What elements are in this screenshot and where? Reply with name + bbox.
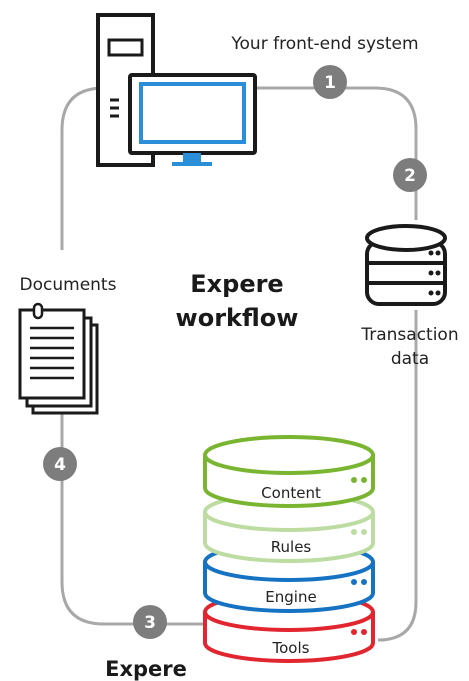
front-end-label: Your front-end system bbox=[230, 34, 418, 54]
transaction-label-line2: data bbox=[391, 349, 429, 369]
workflow-loop bbox=[60, 86, 418, 642]
documents-label: Documents bbox=[20, 275, 117, 295]
transaction-label-line1: Transaction bbox=[360, 325, 458, 345]
step-number-4: 4 bbox=[54, 455, 66, 475]
layer-label-content: Content bbox=[261, 484, 321, 502]
workflow-title-line2: workflow bbox=[176, 304, 299, 332]
layer-label-tools: Tools bbox=[272, 639, 310, 657]
layer-label-engine: Engine bbox=[265, 588, 316, 606]
step-badge-1: 1 bbox=[313, 65, 347, 99]
workflow-title-line1: Expere bbox=[190, 270, 283, 298]
expere-bottom-title: Expere bbox=[105, 657, 187, 681]
monitor-icon bbox=[128, 73, 257, 166]
step-badge-4: 4 bbox=[43, 447, 77, 481]
step-badge-3: 3 bbox=[133, 605, 167, 639]
layer-label-rules: Rules bbox=[271, 538, 312, 556]
expere-stack-icon: Tools Engine Rules Content bbox=[203, 435, 375, 663]
step-number-1: 1 bbox=[324, 73, 336, 93]
step-number-2: 2 bbox=[404, 166, 416, 186]
documents-icon bbox=[18, 302, 99, 415]
layer-content: Content bbox=[203, 435, 375, 508]
step-number-3: 3 bbox=[144, 613, 156, 633]
database-icon bbox=[365, 224, 447, 306]
step-badge-2: 2 bbox=[393, 158, 427, 192]
